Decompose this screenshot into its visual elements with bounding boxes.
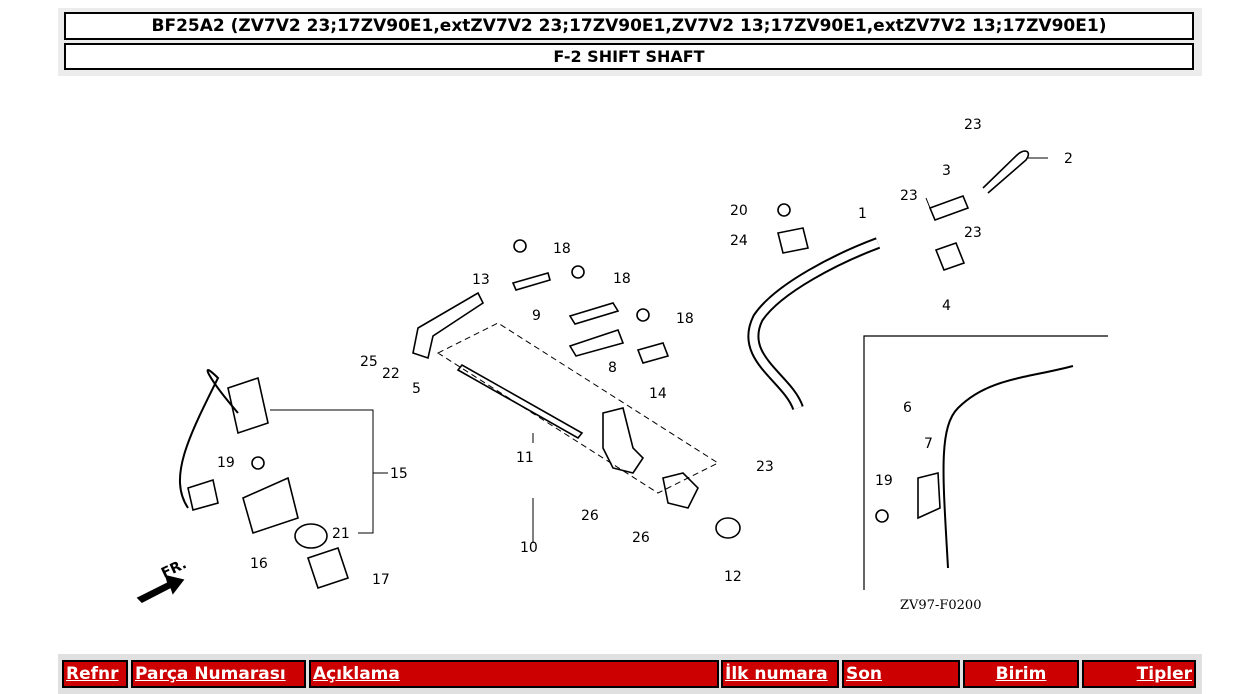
callout-13: 13 (472, 272, 490, 288)
callout-19a: 19 (217, 455, 235, 471)
callout-labels: 1 2 3 4 5 6 7 8 9 10 11 12 13 14 15 16 1… (159, 117, 1073, 613)
col-refnr[interactable]: Refnr (62, 660, 128, 688)
cable-1-inner (749, 239, 880, 410)
ring-21 (294, 523, 328, 549)
plate-14 (636, 342, 670, 364)
callout-22: 22 (382, 366, 400, 382)
plate-8 (568, 328, 625, 357)
callout-18c: 18 (676, 311, 694, 327)
callout-26a: 26 (581, 508, 599, 524)
bolt-18c (636, 308, 650, 322)
model-title: BF25A2 (ZV7V2 23;17ZV90E1,extZV7V2 23;17… (64, 12, 1194, 40)
leader-2 (925, 157, 1048, 209)
col-part-number[interactable]: Parça Numarası (131, 660, 306, 688)
grommet-4 (934, 241, 966, 272)
callout-16: 16 (250, 556, 268, 572)
clamp-24 (777, 227, 809, 254)
callout-21: 21 (332, 526, 350, 542)
callout-9: 9 (532, 308, 541, 324)
connector (187, 478, 219, 511)
parts-diagram: 1 2 3 4 5 6 7 8 9 10 11 12 13 14 15 16 1… (58, 78, 1202, 650)
bolt-20 (777, 203, 791, 217)
switch-15 (227, 376, 269, 435)
callout-8: 8 (608, 360, 617, 376)
callout-23b: 23 (900, 188, 918, 204)
callout-17: 17 (372, 572, 390, 588)
plate-13 (511, 272, 551, 291)
front-arrow-icon (136, 574, 185, 603)
callout-10: 10 (520, 540, 538, 556)
callout-4: 4 (942, 298, 951, 314)
bolt-18a (513, 239, 527, 253)
callout-1: 1 (858, 206, 867, 222)
callout-18a: 18 (553, 241, 571, 257)
callout-23c: 23 (964, 225, 982, 241)
callout-26b: 26 (632, 530, 650, 546)
col-last[interactable]: Son (842, 660, 960, 688)
switch-wire (179, 369, 239, 509)
col-types[interactable]: Tipler (1082, 660, 1196, 688)
bracket-16 (242, 476, 299, 535)
col-unit[interactable]: Birim (963, 660, 1079, 688)
callout-25: 25 (360, 354, 378, 370)
shift-shaft-part (456, 363, 584, 440)
callout-6: 6 (903, 400, 912, 416)
bracket-part (412, 291, 485, 360)
section-title: F-2 SHIFT SHAFT (64, 43, 1194, 70)
bolt-18b (571, 265, 585, 279)
callout-14: 14 (649, 386, 667, 402)
bolt-19a (251, 456, 265, 470)
exploded-view-drawing: 1 2 3 4 5 6 7 8 9 10 11 12 13 14 15 16 1… (136, 117, 1108, 613)
callout-24: 24 (730, 233, 748, 249)
collar-12 (715, 517, 741, 539)
inset-frame (863, 335, 1108, 590)
bolt-19b (875, 509, 889, 523)
callout-15: 15 (390, 466, 408, 482)
col-description[interactable]: Açıklama (309, 660, 719, 688)
callout-18b: 18 (613, 271, 631, 287)
plate-9 (568, 302, 620, 325)
callout-2: 2 (1064, 151, 1073, 167)
col-first-number[interactable]: İlk numara (721, 660, 839, 688)
callout-3: 3 (942, 163, 951, 179)
callout-23d: 23 (756, 459, 774, 475)
callout-23a: 23 (964, 117, 982, 133)
drawing-code: ZV97-F0200 (900, 598, 981, 613)
cable-6 (942, 365, 1074, 569)
fitting-3 (928, 194, 970, 222)
bracket-7 (917, 471, 941, 520)
hose-2 (982, 150, 1030, 194)
shift-arm-part (602, 407, 645, 474)
callout-5: 5 (412, 381, 421, 397)
callout-11: 11 (516, 450, 534, 466)
bracket-leader-15 (270, 409, 388, 534)
holder-17 (306, 546, 350, 590)
shift-cam-part (662, 472, 699, 509)
shaft-assembly-outline (436, 322, 720, 494)
callout-7: 7 (924, 436, 933, 452)
callout-12: 12 (724, 569, 742, 585)
callout-20: 20 (730, 203, 748, 219)
callout-19b: 19 (875, 473, 893, 489)
